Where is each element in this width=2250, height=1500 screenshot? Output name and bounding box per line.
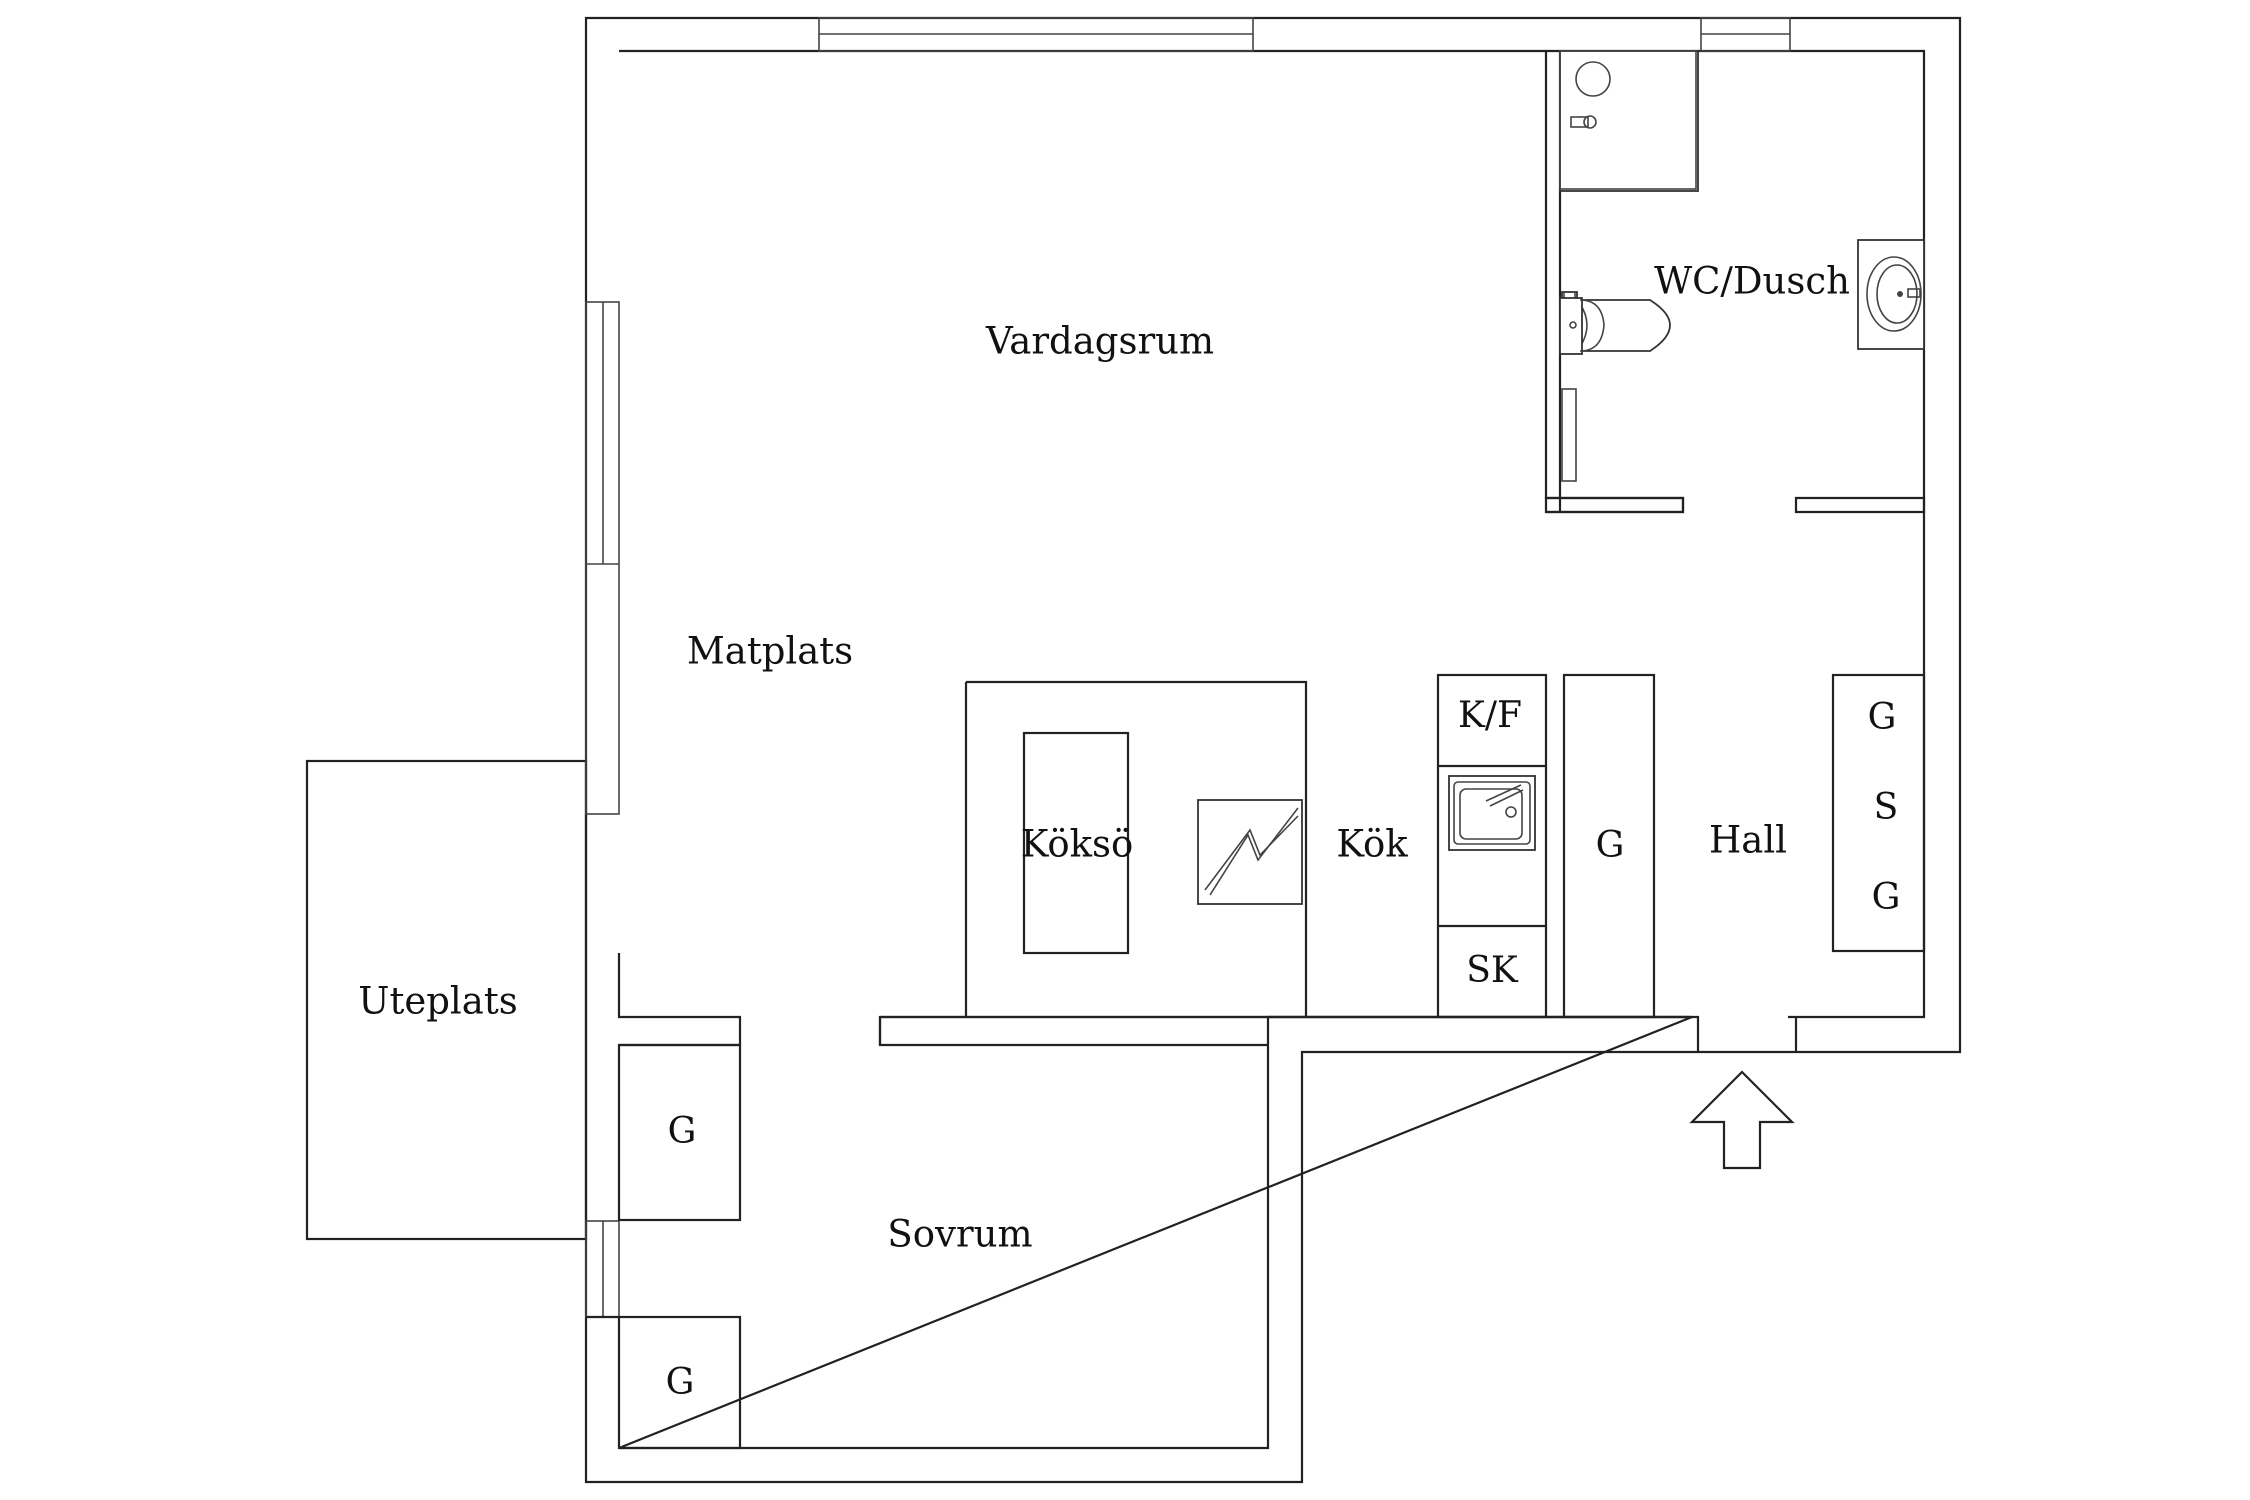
shower-icon [1559,50,1699,192]
washbasin-icon [1857,239,1925,350]
window-top-wc [1700,17,1791,52]
hall-left-closet [1562,673,1656,1019]
kitchen-hall-wall [878,1015,1798,1052]
stove-icon [1197,799,1303,905]
fixture-label-g-hall-left: G [1596,825,1625,866]
window-left-bedroom [585,1220,620,1318]
room-label-vardagsrum: Vardagsrum [985,320,1214,363]
room-label-wc-dusch: WC/Dusch [1654,260,1850,303]
fixture-label-g-sovrum-bottom: G [666,1362,695,1403]
room-label-matplats: Matplats [687,630,853,673]
kitchen-back-wall [964,680,1308,1017]
bedroom-wall [617,953,742,1047]
kitchen-island [1022,731,1130,955]
outer-wall-outline [584,16,1962,1484]
kitchen-counter [1436,673,1548,1019]
fixture-label-g-hall-right-top: G [1868,697,1897,738]
wc-door-rail [1561,388,1577,482]
toilet-icon [1559,291,1671,355]
room-label-koksö: Köksö [1021,823,1134,866]
sink-icon [1448,775,1536,851]
entrance-arrow-icon [1689,1070,1795,1170]
fixture-label-kf: K/F [1458,695,1522,736]
wc-wall-bottom-right [1794,496,1926,514]
window-left-living [585,301,620,815]
bedroom-closet-top [617,1043,742,1222]
bedroom-closet-bottom [617,1315,742,1450]
room-label-kok: Kök [1336,823,1408,866]
fixture-label-g-hall-right-bottom: G [1872,877,1901,918]
fixture-label-sk: SK [1466,950,1519,991]
room-label-sovrum: Sovrum [887,1213,1032,1256]
room-label-hall: Hall [1709,819,1787,862]
fixture-label-g-sovrum-top: G [668,1111,697,1152]
fixture-label-s-hall-right: S [1874,787,1899,828]
window-top-living [818,17,1254,52]
uteplats-area [305,759,588,1241]
hall-right-closet [1831,673,1926,953]
room-label-uteplats: Uteplats [358,980,517,1023]
wc-wall-bottom-left [1544,496,1685,514]
